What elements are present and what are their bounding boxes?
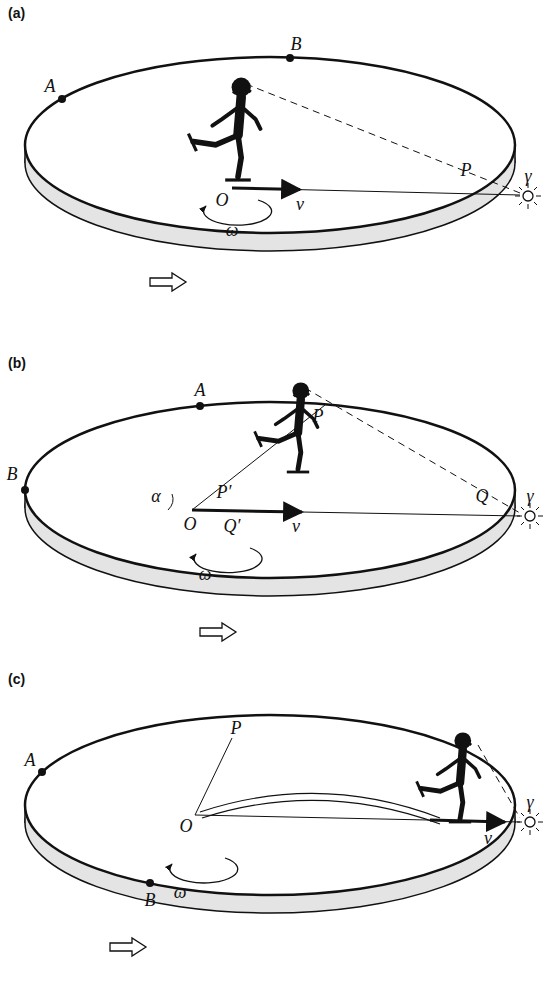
point-label: B (145, 891, 156, 909)
disc-b (21, 382, 543, 641)
point-label: O (184, 515, 197, 533)
point-label: A (45, 77, 56, 95)
point-label: A (195, 381, 206, 399)
point-label: γ (526, 793, 533, 811)
point-label: Q (476, 487, 489, 505)
point-label: Q′ (224, 517, 241, 535)
point-label: A (25, 751, 36, 769)
point-label: ω (174, 883, 187, 901)
panel-tag: (b) (8, 356, 26, 370)
disc-a (25, 54, 541, 291)
point-label: B (7, 465, 18, 483)
point-label: P′ (217, 483, 232, 501)
point-label: P (231, 719, 242, 737)
point-label: γ (526, 487, 533, 505)
disc-c (25, 715, 543, 956)
point-label: P (313, 407, 324, 425)
point-label: ω (226, 221, 239, 239)
point-label: ω (199, 565, 212, 583)
point-label: γ (524, 167, 531, 185)
point-label: O (216, 191, 229, 209)
point-label: v (296, 195, 304, 213)
point-label: α (151, 487, 160, 505)
point-label: B (291, 35, 302, 53)
point-label: v (484, 829, 492, 847)
point-label: v (292, 517, 300, 535)
panel-tag: (a) (8, 6, 25, 20)
point-label: O (180, 817, 193, 835)
point-label: P (461, 161, 472, 179)
panel-tag: (c) (8, 672, 25, 686)
